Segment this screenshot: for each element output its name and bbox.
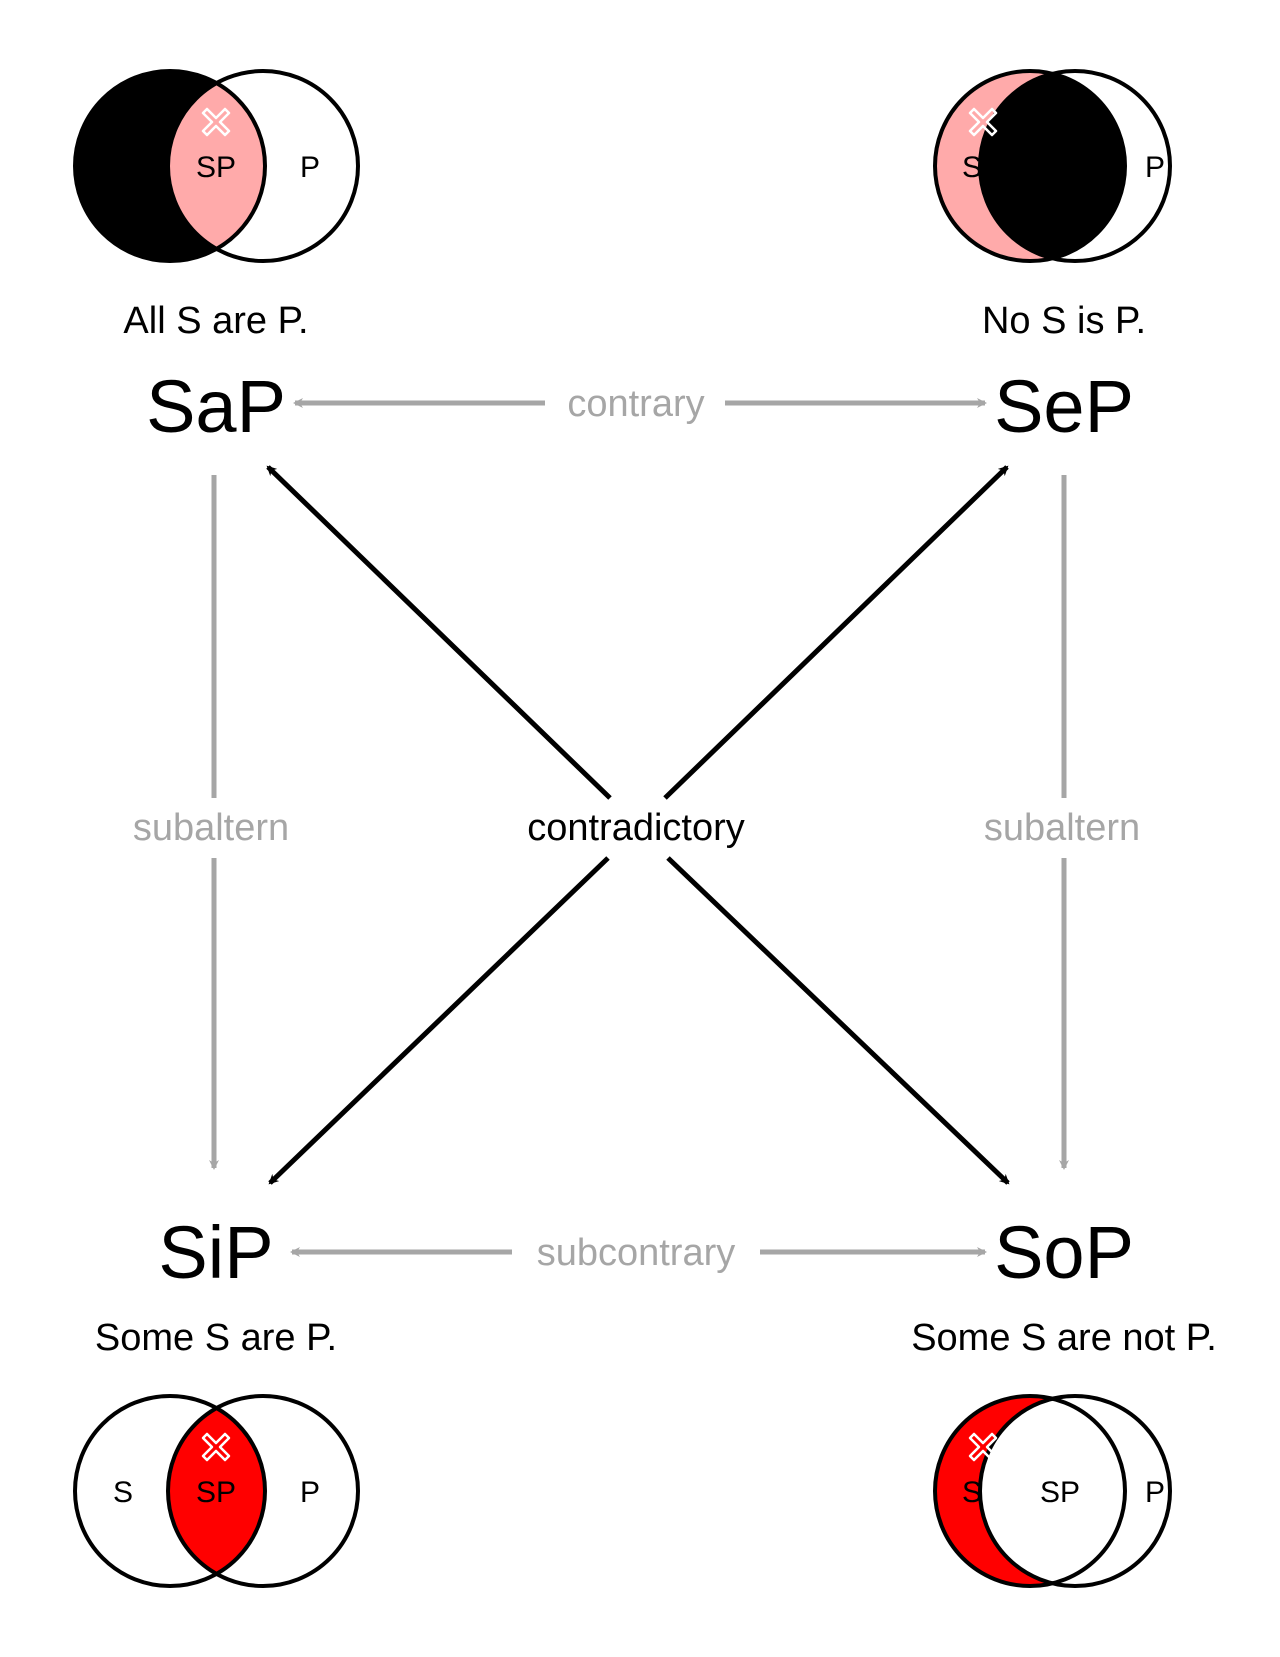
venn-right-label: P xyxy=(1145,151,1165,184)
subaltern-right-label: subaltern xyxy=(984,807,1140,849)
venn-middle-label: SP xyxy=(1040,1476,1080,1509)
venn-sop: S SP P xyxy=(933,1394,1172,1588)
venn-middle-label: SP xyxy=(196,151,236,184)
sop-symbol: SoP xyxy=(994,1211,1134,1294)
venn-left-label: S xyxy=(962,1476,982,1509)
sip-symbol: SiP xyxy=(158,1211,273,1294)
venn-left-label: S xyxy=(962,151,982,184)
venn-middle-label: SP xyxy=(196,1476,236,1509)
sap-sentence: All S are P. xyxy=(123,300,308,342)
contradictory-arrow-to-sop xyxy=(666,856,1010,1185)
venn-left-label: S xyxy=(113,1476,133,1509)
contrary-label: contrary xyxy=(567,383,704,425)
sap-symbol: SaP xyxy=(146,365,286,448)
subcontrary-label: subcontrary xyxy=(537,1232,736,1274)
venn-right-label: P xyxy=(300,151,320,184)
venn-p-circle xyxy=(978,69,1172,263)
contradictory-label: contradictory xyxy=(527,807,745,849)
venn-right-label: P xyxy=(1145,1476,1165,1509)
venn-p-circle xyxy=(978,1394,1172,1588)
venn-sap: SP P xyxy=(73,69,360,263)
venn-p-circle xyxy=(166,69,360,263)
sep-sentence: No S is P. xyxy=(982,300,1146,342)
sip-sentence: Some S are P. xyxy=(95,1317,337,1359)
contradictory-arrow-to-sip xyxy=(268,856,610,1185)
sep-symbol: SeP xyxy=(994,365,1134,448)
contradictory-arrow-to-sap xyxy=(266,465,612,800)
contradictory-arrow-to-sep xyxy=(663,465,1009,800)
venn-right-label: P xyxy=(300,1476,320,1509)
sop-sentence: Some S are not P. xyxy=(911,1317,1217,1359)
subaltern-left-label: subaltern xyxy=(133,807,289,849)
venn-p-circle xyxy=(166,1394,360,1588)
venn-sip: S SP P xyxy=(73,1394,360,1588)
venn-sep: S P xyxy=(933,69,1172,263)
